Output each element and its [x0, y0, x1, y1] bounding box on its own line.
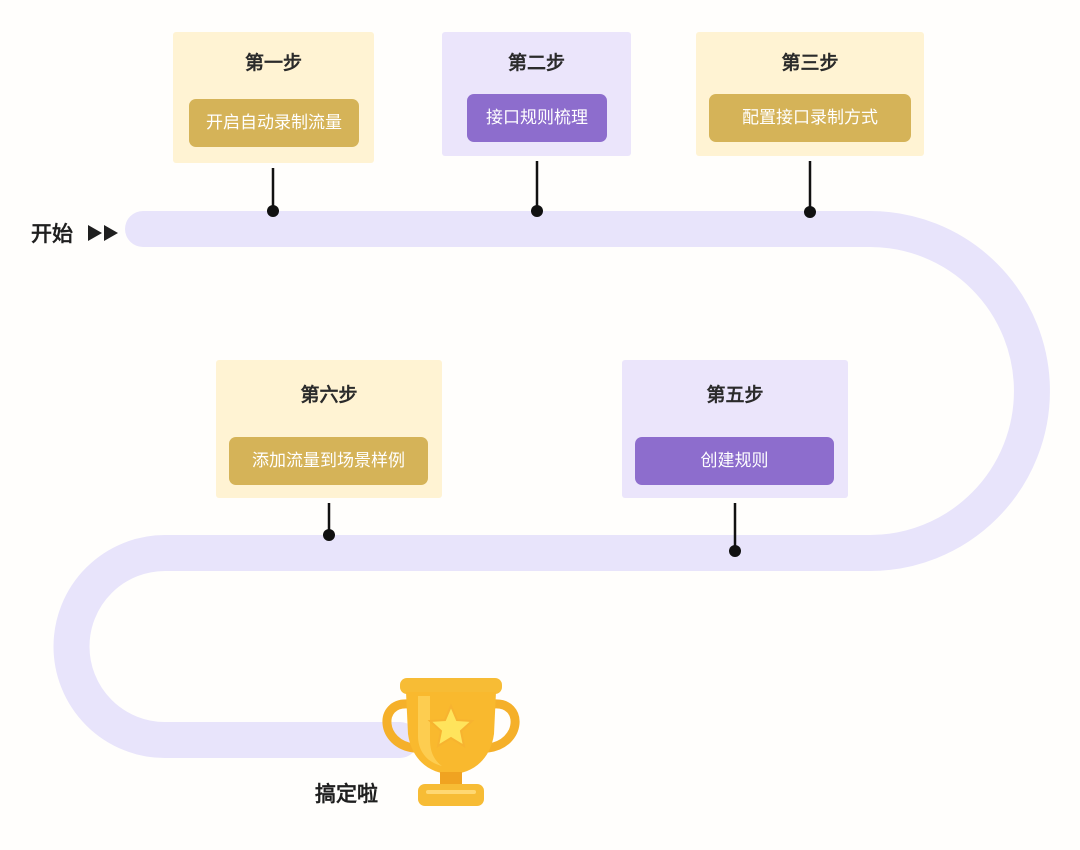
trophy-icon: [382, 678, 520, 806]
finish-label: 搞定啦: [315, 782, 378, 806]
step-title: 第五步: [706, 384, 764, 406]
step-card-3: 第三步 配置接口录制方式: [696, 32, 924, 156]
double-play-arrow-icon: [88, 225, 118, 241]
start-label: 开始: [31, 222, 73, 246]
step-card-1: 第一步 开启自动录制流量: [173, 32, 374, 163]
step-action-button[interactable]: 开启自动录制流量: [189, 99, 359, 147]
connector-step-1: [267, 168, 279, 217]
step-action-button[interactable]: 创建规则: [635, 437, 834, 485]
step-title: 第二步: [507, 52, 565, 74]
step-card-5: 第五步 创建规则: [622, 360, 848, 498]
step-title: 第六步: [300, 384, 358, 406]
step-card-2: 第二步 接口规则梳理: [442, 32, 631, 156]
step-title: 第一步: [244, 52, 302, 74]
connector-step-6: [323, 503, 335, 541]
step-action-button[interactable]: 配置接口录制方式: [709, 94, 911, 142]
step-card-6: 第六步 添加流量到场景样例: [216, 360, 442, 498]
track-path: [53, 211, 1050, 758]
step-action-button[interactable]: 添加流量到场景样例: [229, 437, 428, 485]
connector-step-2: [531, 161, 543, 217]
connector-step-5: [729, 503, 741, 557]
step-action-button[interactable]: 接口规则梳理: [467, 94, 607, 142]
step-title: 第三步: [781, 52, 839, 74]
connector-step-3: [804, 161, 816, 218]
